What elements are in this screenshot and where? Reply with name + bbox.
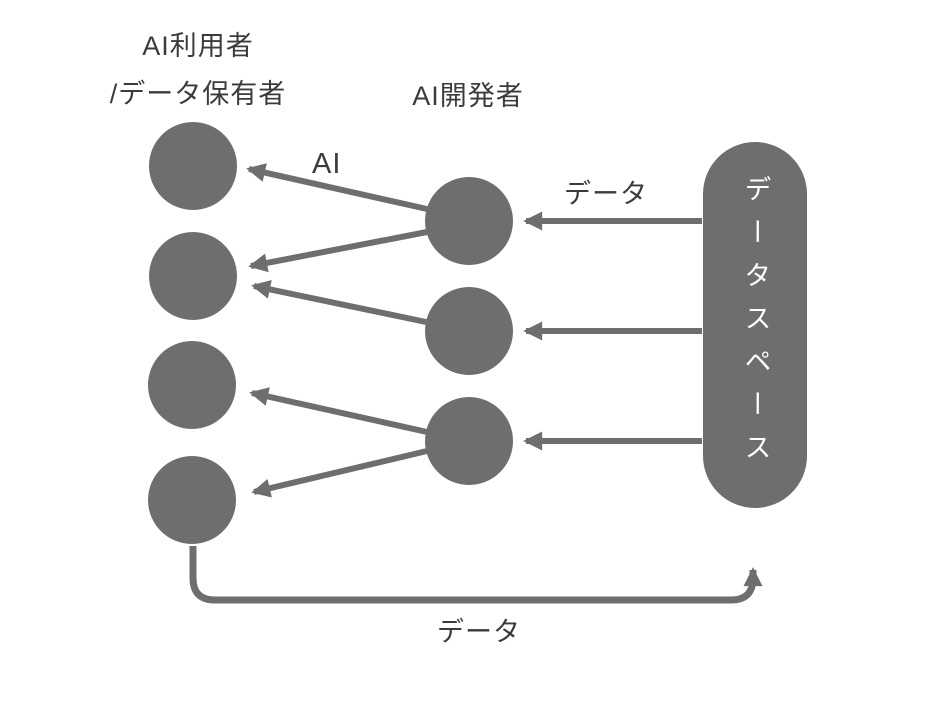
- middle-column-header: AI開発者: [412, 81, 524, 111]
- edge-dev1-user2: [248, 229, 428, 273]
- edge-dev3-user3: [249, 387, 428, 435]
- left-column-header-line1: AI利用者: [142, 31, 254, 61]
- left-column-header-line2: /データ保有者: [109, 79, 287, 109]
- edge-dev3-user4: [251, 448, 428, 498]
- ai-developer-node-1: [425, 177, 513, 265]
- edge-users-dataspace-loop: [189, 546, 763, 604]
- ai-user-node-4: [148, 456, 236, 544]
- ai-edge-label: AI: [312, 148, 342, 180]
- ai-user-node-1: [149, 122, 237, 210]
- ai-developer-node-3: [425, 397, 513, 485]
- ai-user-node-2: [149, 232, 237, 320]
- dataspace-label: データスペース: [740, 174, 771, 476]
- data-edge-label-top: データ: [564, 179, 648, 209]
- ai-user-node-3: [148, 341, 236, 429]
- dataspace-node: データスペース: [703, 142, 807, 508]
- edge-dev1-user1: [246, 163, 428, 212]
- ai-developer-node-2: [425, 287, 513, 375]
- edge-dev2-user2: [251, 280, 427, 325]
- left-column-header: AI利用者 /データ保有者: [88, 22, 308, 118]
- data-edge-label-bottom: データ: [437, 617, 521, 647]
